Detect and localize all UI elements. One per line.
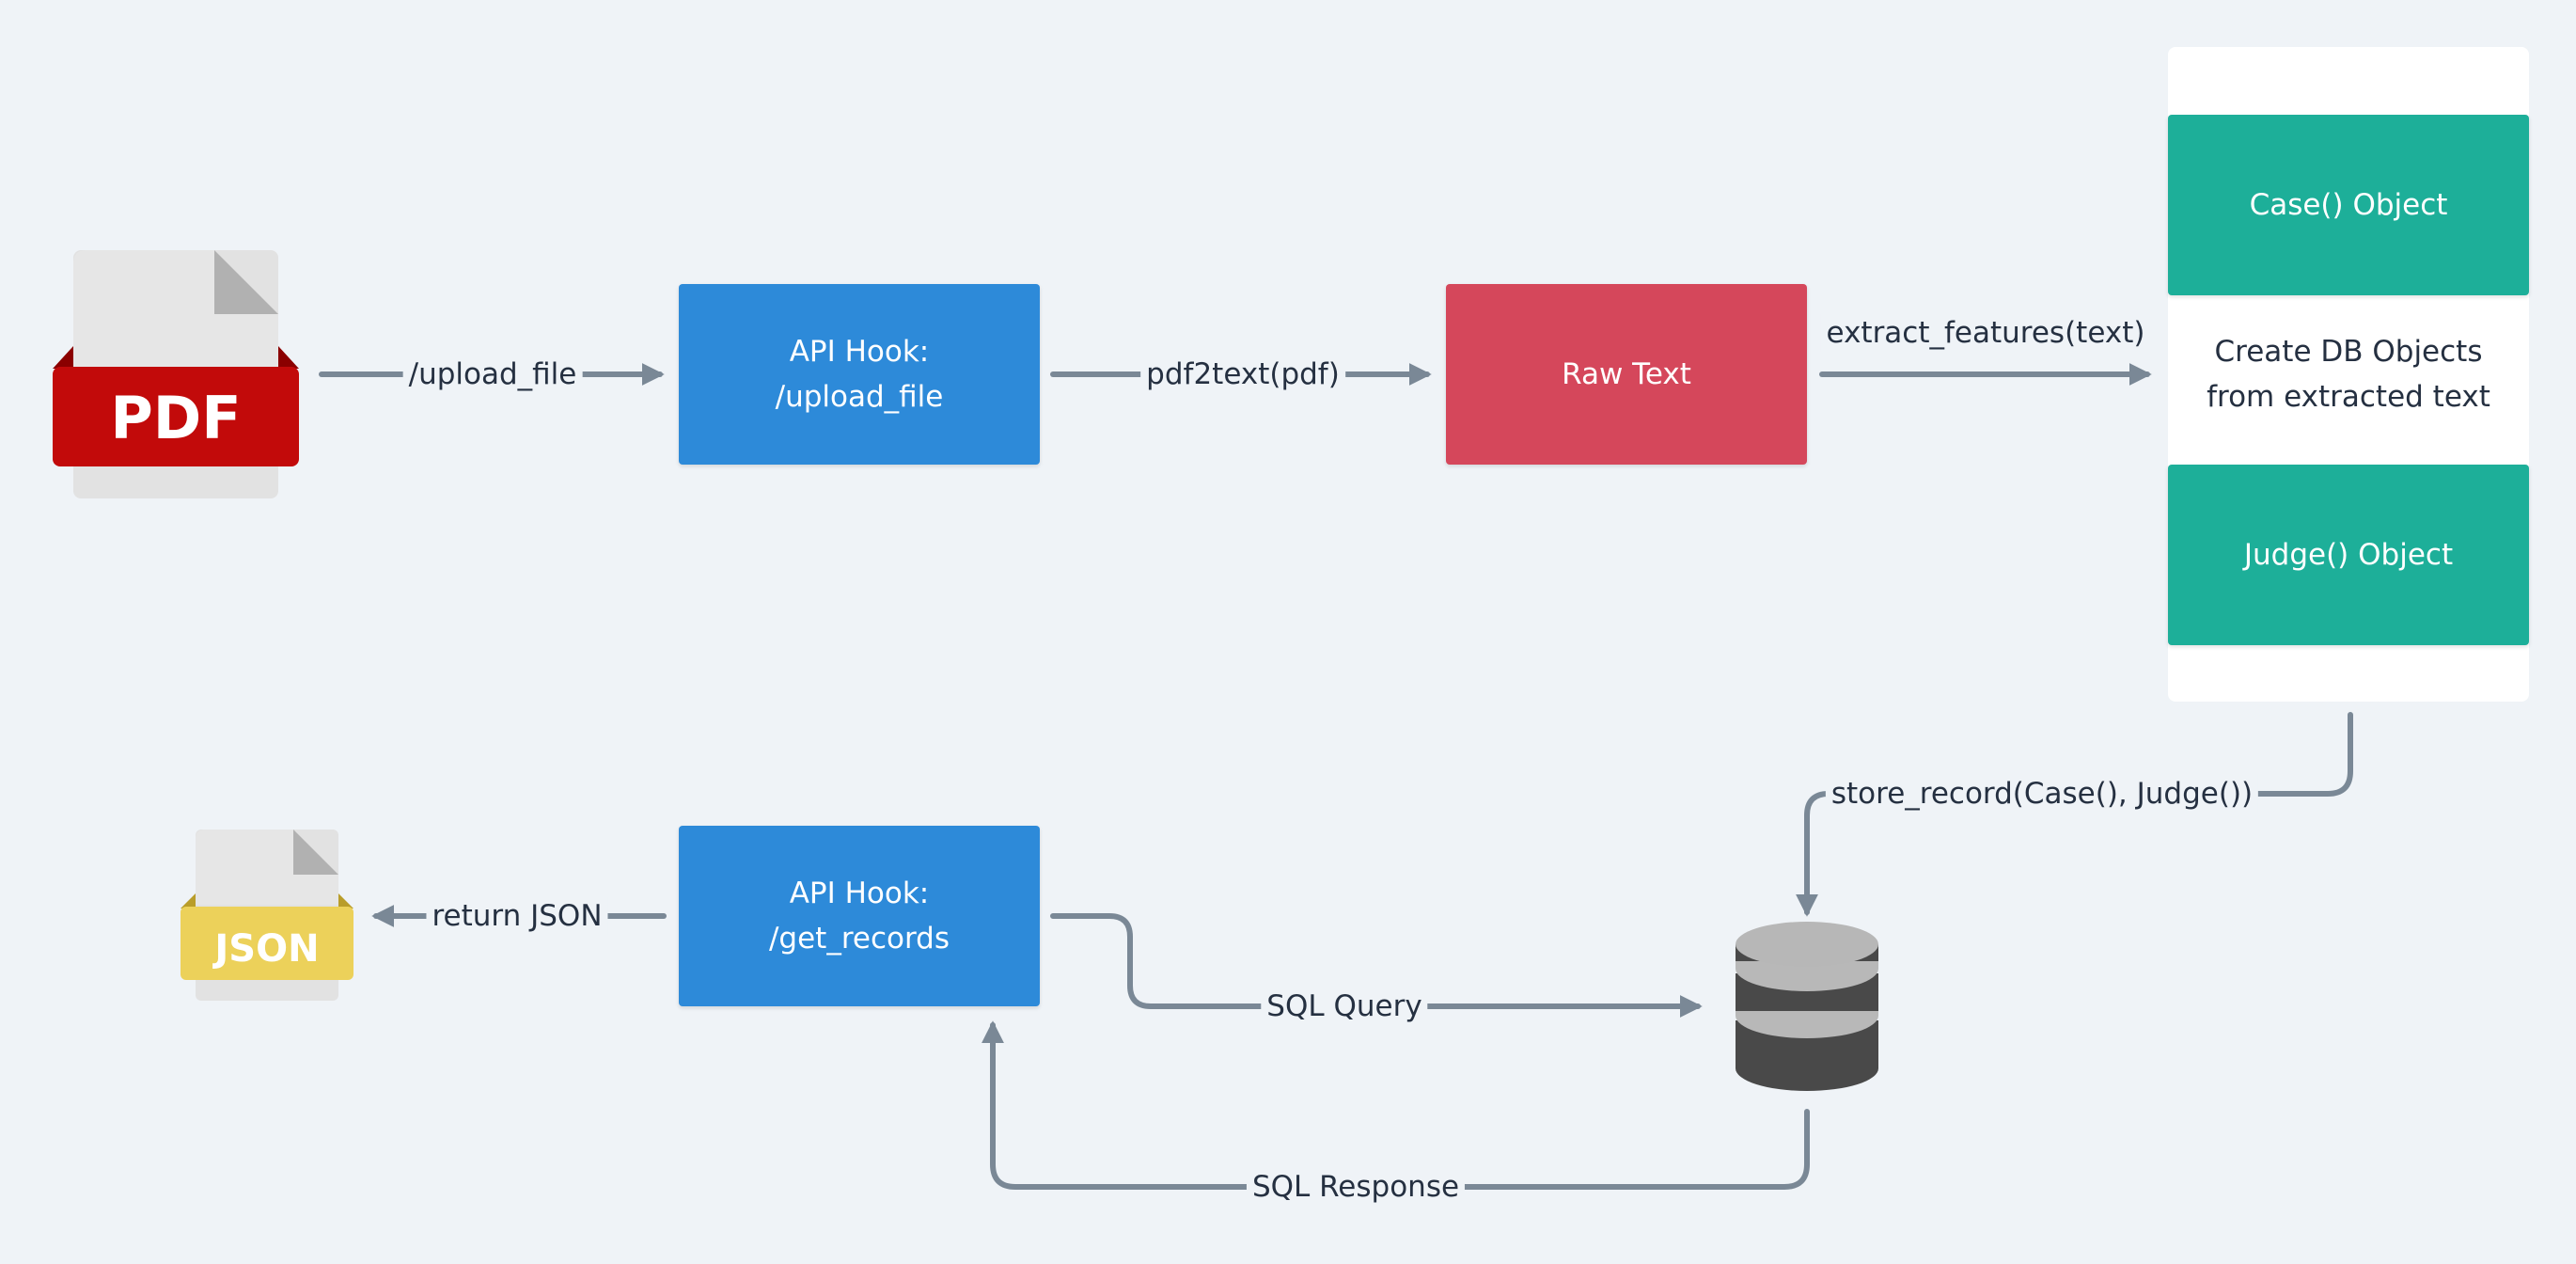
edge-label-upload-file: /upload_file	[402, 356, 583, 393]
pdf-file-icon: PDF	[53, 250, 299, 498]
raw-text-node: Raw Text	[1446, 284, 1807, 465]
case-object-label: Case() Object	[2249, 188, 2448, 222]
edge-label-sql-response: SQL Response	[1246, 1168, 1466, 1206]
edge-label-return-json: return JSON	[426, 897, 608, 935]
edge-label-sql-query: SQL Query	[1261, 988, 1428, 1025]
case-object-node: Case() Object	[2168, 115, 2529, 295]
edge-sql-query-arrow	[1050, 913, 1703, 1018]
database-icon	[1736, 922, 1878, 1091]
pdf-icon-label: PDF	[110, 384, 241, 452]
judge-object-label: Judge() Object	[2243, 538, 2454, 572]
json-file-icon: JSON	[181, 830, 353, 1001]
judge-object-node: Judge() Object	[2168, 465, 2529, 645]
upload-hook-line1: API Hook:	[789, 335, 930, 369]
upload-hook-line2: /upload_file	[775, 380, 944, 414]
edge-label-pdf2text: pdf2text(pdf)	[1140, 356, 1345, 393]
edge-sql-response-arrow	[982, 1020, 1810, 1190]
get-records-hook-line1: API Hook:	[789, 877, 930, 910]
edge-label-store-record: store_record(Case(), Judge())	[1825, 775, 2259, 813]
json-icon-label: JSON	[212, 927, 319, 971]
create-db-objects-line1: Create DB Objects	[2214, 335, 2483, 369]
edge-label-extract-features: extract_features(text)	[1820, 314, 2151, 352]
create-db-objects-text: Create DB Objects from extracted text	[2168, 329, 2529, 419]
get-records-hook-line2: /get_records	[768, 922, 950, 956]
edge-store-record-arrow	[1796, 712, 2353, 917]
create-db-objects-line2: from extracted text	[2207, 380, 2490, 414]
get-records-api-hook: API Hook: /get_records	[679, 826, 1040, 1006]
raw-text-label: Raw Text	[1562, 357, 1691, 391]
upload-file-api-hook: API Hook: /upload_file	[679, 284, 1040, 465]
